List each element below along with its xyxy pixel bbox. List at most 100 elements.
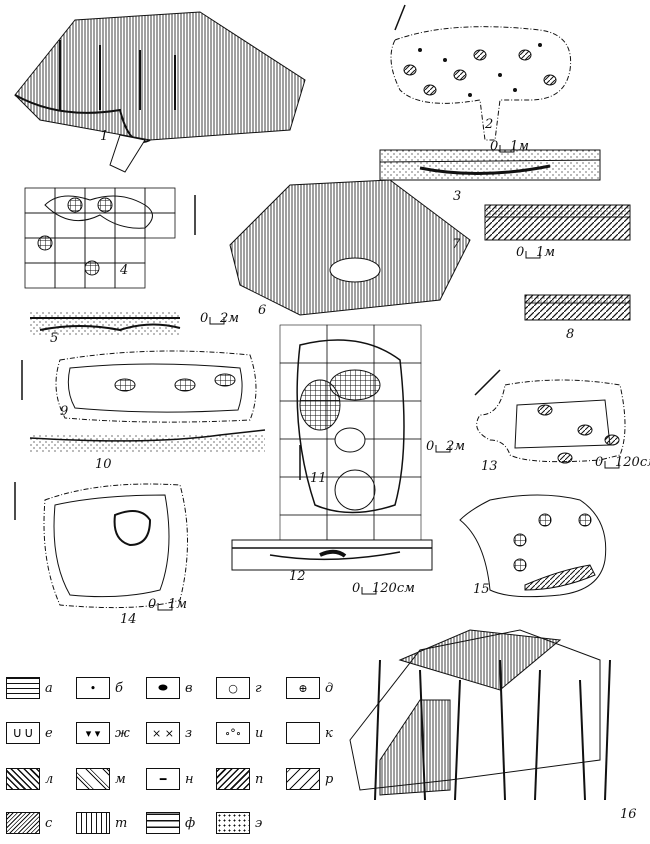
empty-oval-swatch: ○ (216, 677, 250, 699)
section-3 (379, 149, 601, 181)
scale-bar (361, 587, 377, 595)
scale-unit: 120см (615, 455, 650, 470)
plan-14-outer (43, 483, 188, 609)
grid-cell-4 (114, 187, 146, 214)
section-7-top (484, 204, 631, 218)
figure-number: 10 (95, 457, 112, 472)
plan-15-outline (459, 494, 607, 598)
legend-item-dot: •б (76, 677, 123, 699)
legend-letter: з (185, 725, 193, 741)
surface-line-swatch (286, 722, 320, 744)
legend-letter: б (115, 680, 123, 696)
section-8-top (524, 294, 631, 304)
grid-cell-4 (114, 237, 146, 264)
scale-unit: 1м (168, 597, 188, 612)
hut-6-roof (229, 179, 471, 316)
scale-bar (604, 461, 620, 469)
hearth-11 (329, 369, 381, 401)
house-16-post (374, 659, 381, 801)
grid-cell-4 (54, 212, 86, 239)
plan-11-outline (296, 339, 405, 514)
house-16-post (419, 669, 426, 801)
grid-cell-4 (144, 212, 176, 239)
scale-unit: 2м (446, 439, 466, 454)
legend-item-diagonal-right: п (216, 768, 263, 790)
plan-14-inner (53, 494, 170, 598)
plan-9-inner (67, 363, 243, 413)
hearth-mark (114, 378, 136, 392)
legend-letter: и (255, 725, 264, 741)
pit-14 (113, 510, 152, 547)
legend-item-diagonal-dense: л (6, 768, 53, 790)
grid-cell-4 (24, 262, 56, 289)
section-10 (30, 435, 265, 453)
figure-number: 6 (258, 303, 267, 318)
figure-number: 12 (289, 569, 306, 584)
legend-item-hatched-oval: ⬬в (146, 677, 193, 699)
legend-letter: а (45, 680, 53, 696)
legend-item-crosses: × ×з (146, 722, 192, 744)
feature-mark (513, 558, 527, 572)
grid-cell-4 (54, 262, 86, 289)
diagonal-right-swatch (216, 768, 250, 790)
posthole-mark (443, 58, 447, 62)
plan-4-outline (44, 195, 153, 229)
grid-cell-4 (114, 262, 146, 289)
grid-cell-11 (373, 438, 422, 478)
figure-number: 16 (620, 807, 637, 822)
section-12 (231, 539, 433, 571)
pit-11 (334, 469, 376, 511)
scale-bar (435, 445, 451, 453)
grid-cell-11 (373, 400, 422, 440)
hearth-mark (473, 49, 487, 61)
feature-mark (604, 434, 620, 446)
legend-letter: л (45, 771, 54, 787)
hut-6-hearth (329, 257, 381, 283)
dashed-diagonal-swatch (6, 812, 40, 834)
feature-mark (577, 424, 593, 436)
figure-number: 7 (452, 237, 461, 252)
wavy-lines-swatch (6, 677, 40, 699)
legend-letter: с (45, 815, 53, 831)
scale-zero: 0 (148, 597, 157, 612)
sand-dots-swatch (216, 812, 250, 834)
feature-mark (538, 513, 552, 527)
section-3-layer (419, 164, 551, 175)
circles-swatch: ∘°∘ (216, 722, 250, 744)
legend-letter: г (255, 680, 262, 696)
legend-letter: н (185, 771, 194, 787)
feature-mark (37, 235, 53, 251)
legend-letter: к (325, 725, 333, 741)
legend-item-sand-dots: э (216, 812, 262, 834)
section-12-lens (319, 549, 347, 558)
diagonal-dense-swatch (6, 768, 40, 790)
house-16-post (579, 679, 586, 801)
pits-swatch: ᑌ ᑌ (6, 722, 40, 744)
scale-zero: 0 (352, 581, 361, 596)
plan-2-outline (390, 26, 572, 141)
legend-letter: м (115, 771, 126, 787)
hearth-mark (423, 84, 437, 96)
legend-item-empty-oval: ○г (216, 677, 262, 699)
section-3-surface (379, 159, 601, 163)
house-16-post (534, 669, 541, 801)
legend-item-crosshatched-oval: ⊕д (286, 677, 333, 699)
figure-number: 5 (50, 331, 59, 346)
posthole-mark (468, 93, 472, 97)
pit-11 (334, 427, 366, 453)
feature-mark (67, 197, 83, 213)
hearth-mark (518, 49, 532, 61)
legend-item-vertical-lines: т (76, 812, 127, 834)
scale-bar (525, 251, 541, 259)
posthole-mark (513, 88, 517, 92)
figure-number: 1 (100, 129, 109, 144)
figure-number: 13 (481, 459, 498, 474)
hearth-11 (299, 379, 341, 431)
crosshatched-oval-swatch: ⊕ (286, 677, 320, 699)
hearth-mark (403, 64, 417, 76)
dark-lens-swatch: ━ (146, 768, 180, 790)
scale-zero: 0 (595, 455, 604, 470)
